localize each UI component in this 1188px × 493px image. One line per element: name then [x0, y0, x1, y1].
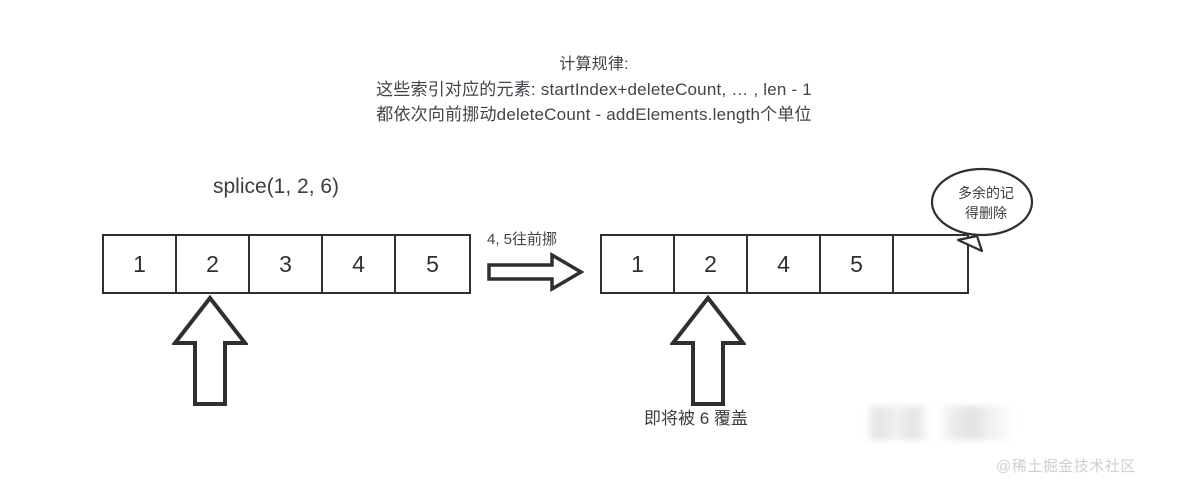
array-cell: 1 [602, 236, 675, 292]
move-label: 4, 5往前挪 [487, 231, 558, 248]
array-cell: 3 [250, 236, 323, 292]
splice-call-label: splice(1, 2, 6) [213, 175, 340, 198]
callout-line-2: 得删除 [965, 205, 1007, 221]
array-after: 1 2 4 5 [600, 234, 969, 294]
array-cell: 4 [323, 236, 396, 292]
array-cell: 5 [821, 236, 894, 292]
note-line-2: 这些索引对应的元素: startIndex+deleteCount, … , l… [376, 80, 812, 99]
array-cell-empty [894, 236, 967, 292]
array-cell: 4 [748, 236, 821, 292]
blurred-text-region [866, 406, 1016, 440]
note-line-3: 都依次向前挪动deleteCount - addElements.length个… [376, 105, 812, 124]
overwrite-caption: 即将被 6 覆盖 [644, 409, 748, 428]
callout-line-1: 多余的记 [958, 185, 1014, 201]
array-cell: 2 [675, 236, 748, 292]
callout-bubble-text: 多余的记 得删除 [940, 183, 1032, 223]
array-before: 1 2 3 4 5 [102, 234, 471, 294]
note-title: 计算规律: [559, 56, 629, 73]
right-arrow-icon [486, 251, 585, 297]
array-cell: 5 [396, 236, 469, 292]
watermark: @稀土掘金技术社区 [996, 458, 1136, 475]
up-arrow-icon [170, 294, 250, 412]
array-cell: 2 [177, 236, 250, 292]
array-cell: 1 [104, 236, 177, 292]
up-arrow-icon [668, 294, 748, 412]
explanation-note: 计算规律: 这些索引对应的元素: startIndex+deleteCount,… [0, 52, 1188, 127]
callout-bubble [920, 158, 1048, 268]
